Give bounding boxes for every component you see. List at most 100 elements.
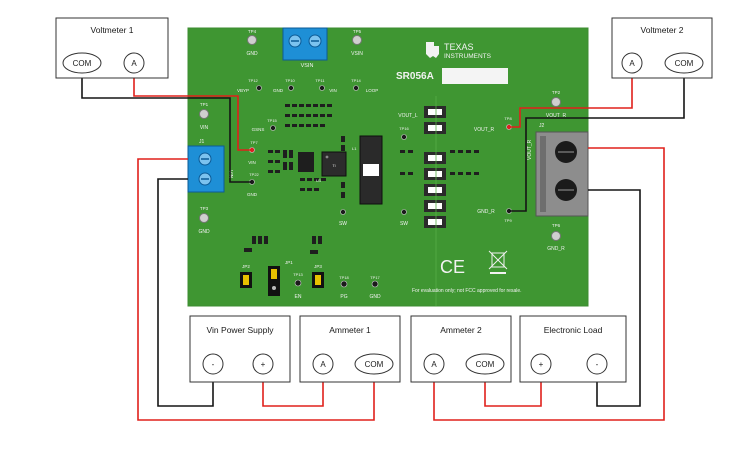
svg-text:VSIN: VSIN (351, 51, 363, 57)
voltmeter-2-a-terminal (621, 52, 643, 74)
svg-text:TP11: TP11 (315, 78, 325, 83)
svg-text:TP6: TP6 (552, 223, 561, 228)
ti-logo: TEXAS INSTRUMENTS (426, 42, 492, 60)
ammeter-2: Ammeter 2 A COM (410, 315, 512, 383)
svg-text:TP3: TP3 (200, 206, 209, 211)
svg-text:JP1: JP1 (285, 260, 293, 265)
voltmeter-1-com-terminal (62, 52, 102, 74)
terminal-vsin (282, 27, 328, 61)
vin-supply-positive-terminal (252, 353, 274, 375)
terminal-j1-vin (187, 145, 225, 193)
smd-components (244, 104, 345, 254)
svg-text:TP7: TP7 (250, 140, 258, 145)
svg-text:GND: GND (198, 229, 210, 235)
svg-text:VOUT_L: VOUT_L (398, 113, 418, 119)
ic-u1: TI U1 (316, 151, 347, 183)
board-id: SR056A (396, 71, 434, 82)
label-box (442, 68, 508, 84)
svg-text:COM: COM (365, 360, 384, 369)
ammeter-1-title: Ammeter 1 (329, 325, 371, 335)
svg-text:VBYP: VBYP (237, 88, 249, 93)
fcc-disclaimer: For evaluation only; not FCC approved fo… (412, 288, 522, 294)
ammeter-2-title: Ammeter 2 (440, 325, 482, 335)
svg-text:PG: PG (340, 294, 347, 300)
svg-text:COM: COM (73, 59, 92, 68)
svg-text:INSTRUMENTS: INSTRUMENTS (444, 53, 492, 60)
svg-text:TP16: TP16 (399, 126, 409, 131)
svg-text:EN: EN (295, 294, 302, 300)
voltmeter-1-a-terminal (123, 52, 145, 74)
jumpers: JP2 JP1 JP3 (240, 260, 324, 296)
svg-text:VOUT_R: VOUT_R (474, 127, 495, 133)
voltmeter-2-title: Voltmeter 2 (641, 25, 684, 35)
vin-power-supply-title: Vin Power Supply (207, 325, 275, 335)
j2-vout-label: VOUT_R (527, 139, 533, 160)
svg-text:TP14: TP14 (351, 78, 361, 83)
svg-text:+: + (539, 360, 544, 369)
svg-text:VOUT_R: VOUT_R (546, 113, 567, 119)
svg-text:COM: COM (675, 59, 694, 68)
eload-negative-terminal (586, 353, 608, 375)
svg-text:SW: SW (400, 221, 408, 227)
voltmeter-2-com-terminal (664, 52, 704, 74)
svg-text:-: - (212, 360, 215, 369)
wiring (81, 78, 685, 421)
svg-text:TEXAS: TEXAS (444, 42, 474, 52)
svg-text:GSNS: GSNS (252, 127, 265, 132)
ammeter-1-a-terminal (312, 353, 334, 375)
svg-text:L1: L1 (352, 146, 357, 151)
svg-text:TP22: TP22 (249, 172, 259, 177)
svg-text:TP18: TP18 (339, 275, 349, 280)
testpoints: TP4 GND TP5 VSIN TP12 VBYP TP10 GND TP11… (198, 29, 566, 300)
svg-text:TP1: TP1 (200, 102, 209, 107)
svg-text:TP9: TP9 (504, 218, 512, 223)
svg-text:SW: SW (339, 221, 347, 227)
svg-text:A: A (131, 59, 137, 68)
svg-text:TP13: TP13 (293, 272, 303, 277)
ammeter-2-com-terminal (465, 353, 505, 375)
svg-text:+: + (261, 360, 266, 369)
voltmeter-1-title: Voltmeter 1 (91, 25, 134, 35)
voltmeter-1: Voltmeter 1 COM A (55, 17, 169, 79)
svg-text:GND: GND (247, 192, 258, 197)
vin-supply-negative-terminal (202, 353, 224, 375)
svg-text:TP5: TP5 (353, 29, 362, 34)
svg-text:TP15: TP15 (267, 118, 277, 123)
voltmeter-2: Voltmeter 2 A COM (611, 17, 713, 79)
evm-board: TEXAS INSTRUMENTS SR056A VSIN J1 VIN (187, 27, 589, 307)
ce-mark: CE (440, 257, 465, 277)
svg-text:TI: TI (332, 164, 335, 168)
svg-text:GND_R: GND_R (547, 246, 565, 252)
svg-text:TP8: TP8 (504, 116, 512, 121)
electronic-load: Electronic Load + - (519, 315, 627, 383)
j1-label: J1 (199, 139, 205, 145)
svg-text:GND: GND (273, 88, 284, 93)
svg-text:A: A (320, 360, 326, 369)
svg-text:GND_R: GND_R (477, 209, 495, 215)
svg-text:VIN: VIN (200, 125, 209, 131)
svg-text:GND: GND (369, 294, 381, 300)
weee-icon (488, 250, 508, 274)
svg-text:A: A (629, 59, 635, 68)
inductor-l1: L1 (352, 135, 383, 205)
ammeter-1-com-terminal (354, 353, 394, 375)
electronic-load-title: Electronic Load (544, 325, 603, 335)
eload-positive-terminal (530, 353, 552, 375)
svg-text:VIN: VIN (248, 160, 256, 165)
svg-text:TP4: TP4 (248, 29, 257, 34)
ammeter-2-a-terminal (423, 353, 445, 375)
svg-text:TP2: TP2 (552, 90, 561, 95)
svg-text:TP17: TP17 (370, 275, 380, 280)
svg-text:U1: U1 (316, 178, 322, 183)
svg-text:-: - (596, 360, 599, 369)
vin-power-supply: Vin Power Supply - + (189, 315, 291, 383)
svg-text:LOOP: LOOP (366, 88, 379, 93)
terminal-j2-vout (535, 131, 589, 217)
svg-text:COM: COM (476, 360, 495, 369)
svg-text:A: A (431, 360, 437, 369)
vsin-terminal-label: VSIN (301, 63, 314, 69)
svg-text:GND: GND (246, 51, 258, 57)
svg-text:JP2: JP2 (242, 264, 250, 269)
svg-text:VIN: VIN (329, 88, 337, 93)
